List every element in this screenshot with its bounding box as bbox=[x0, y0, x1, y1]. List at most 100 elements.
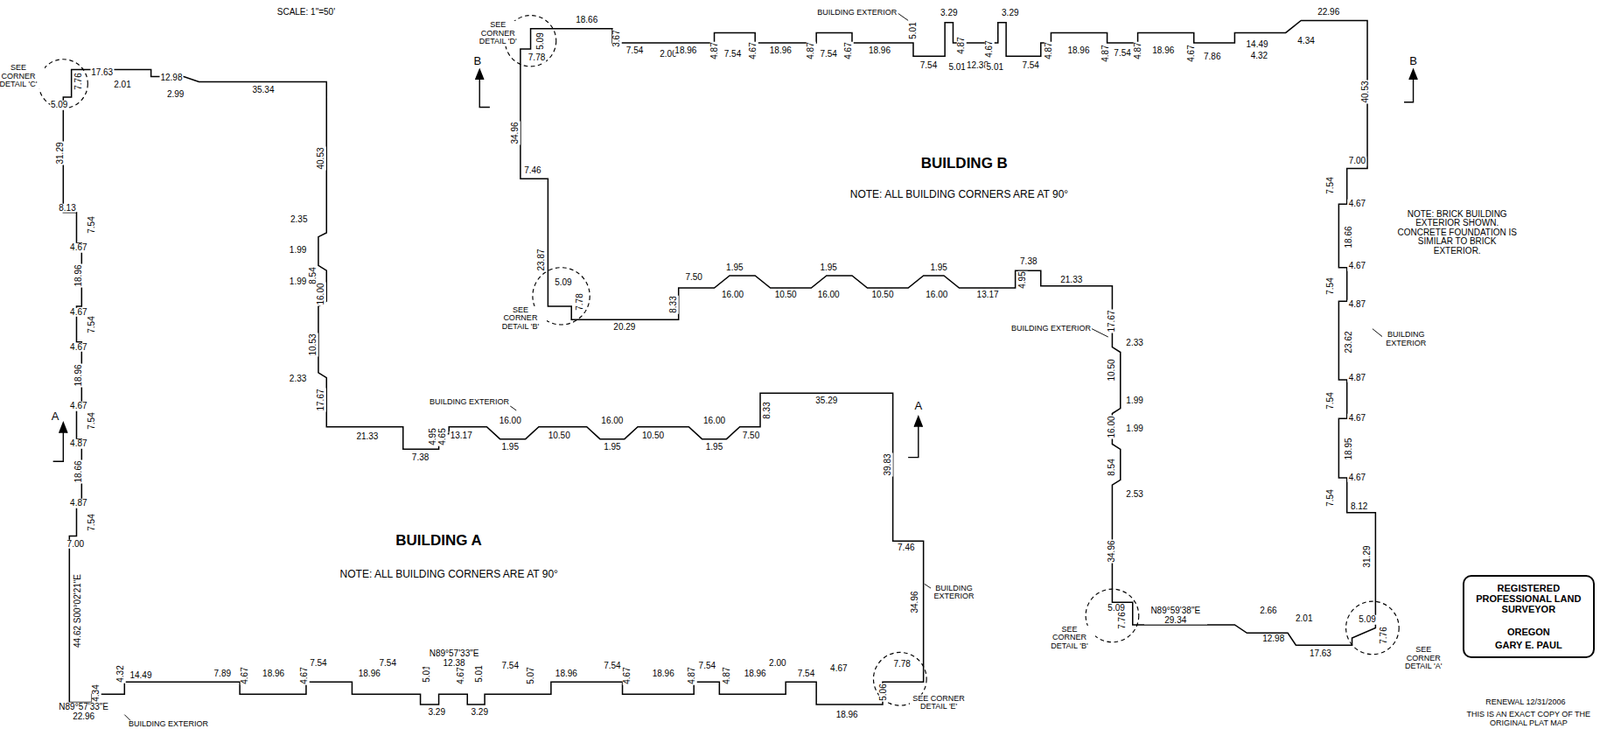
dimension-label: 2.66 bbox=[1258, 605, 1278, 615]
dimension-label: 3.29 bbox=[939, 8, 958, 19]
dimension-label: 7.54 bbox=[698, 660, 717, 671]
dimension-label: 18.95 bbox=[1344, 437, 1355, 462]
dimension-label: 4.67 bbox=[69, 307, 88, 318]
dimension-label: 4.32 bbox=[115, 663, 126, 683]
dimension-label: 18.96 bbox=[867, 46, 892, 56]
dimension-label: NOTE: BRICK BUILDING EXTERIOR SHOWN. CON… bbox=[1395, 209, 1520, 257]
dimension-label: 10.53 bbox=[308, 333, 319, 357]
dimension-label: 18.66 bbox=[574, 15, 599, 26]
dimension-label: 7.38 bbox=[1019, 256, 1038, 266]
dimension-label: 4.87 bbox=[1348, 299, 1367, 309]
dimension-label: SEE CORNER DETAIL 'C' bbox=[0, 63, 45, 89]
dimension-label: 4.87 bbox=[1101, 43, 1111, 63]
dimension-label: 3.29 bbox=[469, 707, 489, 718]
dimension-label: 16.00 bbox=[600, 415, 624, 426]
dimension-label: 4.67 bbox=[69, 401, 88, 412]
dimension-label: 4.32 bbox=[1250, 51, 1269, 62]
dimension-label: 40.53 bbox=[316, 146, 327, 170]
dimension-label: 4.67 bbox=[240, 665, 251, 685]
dimension-label: 4.87 bbox=[69, 439, 88, 449]
dimension-label: 1.95 bbox=[705, 442, 724, 453]
dimension-label: 1.95 bbox=[818, 262, 838, 273]
dimension-label: A bbox=[913, 399, 923, 413]
dimension-label: N89°59'38"E 29.34 bbox=[1144, 606, 1208, 625]
dimension-label: 7.54 bbox=[1020, 60, 1040, 70]
dimension-label: 4.95 bbox=[1018, 270, 1028, 289]
dimension-label: 7.86 bbox=[1202, 52, 1222, 63]
dimension-label: 18.96 bbox=[357, 669, 382, 679]
dimension-label: 4.95 bbox=[427, 427, 438, 447]
dimension-label: 4.87 bbox=[709, 41, 720, 61]
dimension-label: 7.00 bbox=[1348, 156, 1367, 167]
dimension-label: BUILDING EXTERIOR bbox=[428, 398, 511, 406]
dimension-label: 18.96 bbox=[743, 669, 768, 679]
dimension-label: 1.99 bbox=[288, 245, 308, 256]
dimension-label: 40.53 bbox=[1360, 79, 1370, 104]
dimension-label: 5.01 bbox=[908, 20, 919, 40]
dimension-label: 16.00 bbox=[817, 290, 841, 301]
dimension-label: 18.96 bbox=[835, 709, 860, 720]
dimension-label: 16.00 bbox=[702, 415, 727, 426]
dimension-label: 2.33 bbox=[1124, 338, 1144, 349]
dimension-label: 18.96 bbox=[768, 46, 793, 56]
dimension-label: 7.54 bbox=[87, 215, 98, 234]
dimension-label: 7.78 bbox=[892, 659, 911, 670]
dimension-label: THIS IS AN EXACT COPY OF THE ORIGINAL PL… bbox=[1456, 710, 1600, 727]
dimension-label: 23.62 bbox=[1344, 329, 1355, 354]
dimension-label: 5.09 bbox=[49, 100, 69, 111]
section-markers bbox=[53, 69, 1419, 462]
dimension-label: 8.54 bbox=[1107, 458, 1118, 477]
dimension-label: 7.54 bbox=[796, 669, 816, 679]
dimension-label: 16.00 bbox=[316, 281, 327, 306]
dimension-label: SEE CORNER DETAIL 'D' bbox=[471, 20, 525, 46]
dimension-label: 18.96 bbox=[261, 669, 286, 679]
dimension-label: 21.33 bbox=[1059, 274, 1083, 285]
dimension-label: 1.95 bbox=[602, 442, 622, 453]
dimension-label: 5.09 bbox=[536, 31, 546, 50]
dimension-label: 1.99 bbox=[1124, 396, 1144, 406]
dimension-label: 4.67 bbox=[1348, 473, 1367, 483]
dimension-label: 5.07 bbox=[525, 665, 536, 685]
dimension-label: 7.54 bbox=[1326, 391, 1336, 411]
dimension-label: 4.67 bbox=[985, 39, 995, 58]
dimension-label: RENEWAL 12/31/2006 bbox=[1484, 698, 1566, 706]
dimension-label: BUILDING EXTERIOR bbox=[1010, 324, 1092, 333]
dimension-label: 4.67 bbox=[748, 41, 759, 61]
dimension-label: 4.87 bbox=[69, 498, 88, 509]
building-a-outline bbox=[62, 69, 923, 705]
dimension-label: 8.33 bbox=[669, 294, 679, 314]
dimension-label: 17.63 bbox=[1308, 648, 1333, 658]
dimension-label: 39.83 bbox=[883, 452, 894, 476]
dimension-label: 21.33 bbox=[355, 432, 379, 442]
dimension-label: 4.67 bbox=[1348, 261, 1367, 272]
dimension-label: 7.76 bbox=[1117, 610, 1128, 629]
dimension-label: SEE CORNER DETAIL 'B' bbox=[1042, 625, 1096, 650]
dimension-label: 18.96 bbox=[74, 363, 84, 388]
stamp-text: OREGON bbox=[1469, 626, 1589, 637]
dimension-label: 7.54 bbox=[602, 660, 622, 671]
dimension-label: 34.96 bbox=[1107, 538, 1118, 563]
dimension-label: 35.34 bbox=[251, 84, 275, 95]
leader-lines bbox=[124, 13, 1383, 723]
stamp-text: GARY E. PAUL bbox=[1469, 639, 1589, 650]
dimension-label: 7.54 bbox=[625, 46, 644, 56]
dimension-label: 4.34 bbox=[1296, 35, 1315, 46]
dimension-label: 4.34 bbox=[90, 683, 101, 702]
dimension-label: 5.01 bbox=[947, 62, 966, 73]
dimension-label: 4.67 bbox=[299, 665, 309, 685]
dimension-label: 18.96 bbox=[1066, 46, 1090, 56]
dimension-label: 7.54 bbox=[87, 314, 98, 334]
dimension-label: 31.29 bbox=[1362, 544, 1373, 568]
dimension-label: 7.50 bbox=[741, 431, 761, 441]
dimension-label: 4.67 bbox=[69, 243, 88, 253]
dimension-label: 17.67 bbox=[316, 388, 327, 413]
dimension-label: 7.00 bbox=[66, 538, 85, 549]
dimension-label: 7.54 bbox=[1326, 176, 1336, 196]
dimension-label: 2.53 bbox=[1124, 489, 1144, 499]
dimension-label: BUILDING EXTERIOR bbox=[1382, 330, 1430, 348]
dimension-label: 17.67 bbox=[1107, 309, 1118, 334]
dimension-label: B bbox=[1408, 55, 1419, 68]
dimension-label: SEE CORNER DETAIL 'A' bbox=[1397, 645, 1450, 671]
stamp-text: REGISTERED PROFESSIONAL LAND SURVEYOR bbox=[1469, 582, 1589, 615]
dimension-label: 10.50 bbox=[641, 431, 665, 441]
